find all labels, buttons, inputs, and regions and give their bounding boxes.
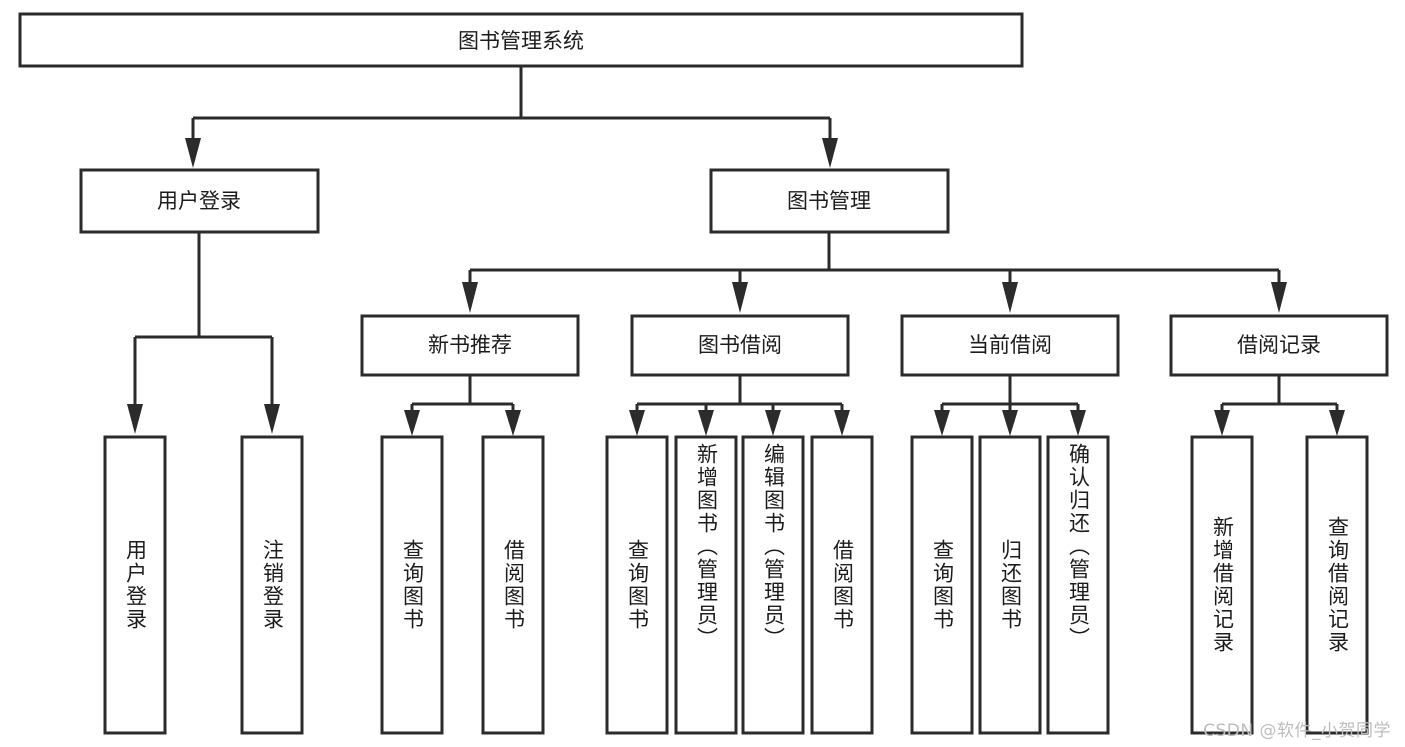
node-current-borrow-box[interactable] — [900, 314, 1120, 377]
arrow-cb-leaf-2 — [1002, 410, 1018, 436]
arrow-to-borrow-record — [1271, 282, 1287, 313]
leaf-br-2-box[interactable] — [1305, 435, 1369, 735]
leaf-cb-1-box[interactable] — [910, 435, 974, 735]
node-book-borrow-label: 图书借阅 — [698, 333, 782, 357]
arrow-bb-leaf-1 — [629, 410, 645, 436]
arrow-to-current-borrow — [1002, 282, 1018, 313]
node-borrow-record-box[interactable] — [1169, 314, 1389, 377]
leaf-bb-4-box[interactable] — [810, 435, 874, 735]
leaf-bb-2-box[interactable] — [674, 435, 738, 735]
leaf-cb-2-box[interactable] — [978, 435, 1042, 735]
arrow-user-login-leaf-1 — [127, 404, 143, 434]
node-current-borrow-label: 当前借阅 — [968, 333, 1052, 357]
node-user-login-label: 用户登录 — [157, 189, 241, 213]
arrow-br-leaf-1 — [1214, 410, 1230, 436]
leaf-br-1-box[interactable] — [1190, 435, 1254, 735]
node-book-manage-label: 图书管理 — [787, 189, 871, 213]
arrow-user-login-leaf-2 — [264, 404, 280, 434]
arrow-root-to-book-manage — [822, 138, 838, 168]
leaf-cb-3-box[interactable] — [1046, 435, 1110, 735]
leaf-user-login-2-box[interactable] — [240, 435, 304, 735]
arrow-to-book-borrow — [732, 282, 748, 313]
csdn-watermark: CSDN @软件_小贺同学 — [1203, 721, 1391, 741]
node-book-borrow-box[interactable] — [630, 314, 850, 377]
node-new-book-recommend-box[interactable] — [360, 314, 580, 377]
arrow-bb-leaf-4 — [834, 410, 850, 436]
node-book-manage-box[interactable] — [709, 168, 950, 234]
node-new-book-recommend-label: 新书推荐 — [428, 333, 512, 357]
arrow-to-new-book-recommend — [462, 282, 478, 313]
arrow-bb-leaf-2 — [698, 410, 714, 436]
leaf-nbr-1-box[interactable] — [380, 435, 444, 735]
arrow-cb-leaf-3 — [1070, 410, 1086, 436]
arrow-root-to-user-login — [185, 138, 201, 168]
leaf-nbr-2-box[interactable] — [481, 435, 545, 735]
leaf-user-login-1-box[interactable] — [103, 435, 167, 735]
node-root-label: 图书管理系统 — [458, 29, 584, 53]
arrow-bb-leaf-3 — [765, 410, 781, 436]
node-root-box[interactable] — [18, 12, 1024, 68]
arrow-br-leaf-2 — [1329, 410, 1345, 436]
leaf-bb-3-box[interactable] — [741, 435, 805, 735]
arrow-nbr-leaf-1 — [404, 410, 420, 436]
node-borrow-record-label: 借阅记录 — [1237, 333, 1321, 357]
arrow-cb-leaf-1 — [934, 410, 950, 436]
leaf-bb-1-box[interactable] — [605, 435, 669, 735]
arrow-nbr-leaf-2 — [505, 410, 521, 436]
